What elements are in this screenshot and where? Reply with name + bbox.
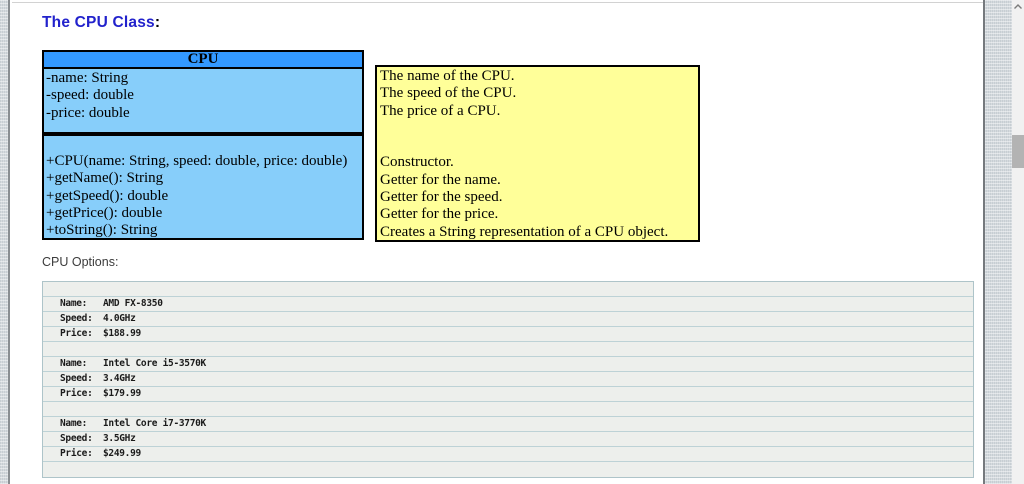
- uml-attribute: -name: String: [46, 70, 129, 86]
- attribute-description: The price of a CPU.: [380, 102, 501, 119]
- cpu-name-value: Intel Core i5-3570K: [103, 358, 206, 369]
- method-description: Getter for the price.: [380, 206, 499, 223]
- cpu-speed-label: Speed:: [60, 313, 93, 324]
- list-spacer-row: [43, 342, 973, 357]
- list-spacer-row: [43, 402, 973, 417]
- list-spacer-row: [43, 282, 973, 297]
- cpu-price-value: $249.99: [103, 448, 141, 459]
- cpu-price-label: Price:: [60, 388, 93, 399]
- cpu-name-row: Name: Intel Core i7-3770K: [43, 417, 973, 432]
- uml-attribute: -price: double: [46, 104, 130, 121]
- cpu-speed-row: Speed: 4.0GHz: [43, 312, 973, 327]
- cpu-name-label: Name:: [60, 358, 88, 369]
- document-page: The CPU Class: CPU -name: String -speed:…: [8, 0, 985, 484]
- method-description: Getter for the name.: [380, 171, 501, 188]
- uml-method: +toString(): String: [46, 222, 158, 239]
- page-title-text: The CPU Class: [42, 14, 155, 31]
- cpu-price-value: $188.99: [103, 328, 141, 339]
- page-title-colon: :: [154, 14, 161, 31]
- uml-description-note: The name of the CPU. The speed of the CP…: [375, 65, 700, 242]
- cpu-name-value: AMD FX-8350: [103, 298, 163, 309]
- cpu-name-label: Name:: [60, 298, 88, 309]
- chevron-up-icon: [1012, 4, 1024, 9]
- uml-attributes-section: -name: String -speed: double -price: dou…: [44, 69, 362, 136]
- cpu-options-heading: CPU Options:: [42, 255, 119, 269]
- cpu-name-label: Name:: [60, 418, 88, 429]
- cpu-speed-row: Speed: 3.4GHz: [43, 372, 973, 387]
- list-spacer-row: [43, 462, 973, 477]
- note-blank-line: [380, 120, 698, 137]
- cpu-name-row: Name: AMD FX-8350: [43, 297, 973, 312]
- uml-method: +CPU(name: String, speed: double, price:…: [46, 153, 348, 169]
- cpu-speed-value: 3.4GHz: [103, 373, 136, 384]
- cpu-speed-row: Speed: 3.5GHz: [43, 432, 973, 447]
- cpu-price-label: Price:: [60, 448, 93, 459]
- cpu-speed-value: 4.0GHz: [103, 313, 136, 324]
- uml-method: +getName(): String: [46, 170, 164, 187]
- uml-attribute: -speed: double: [46, 87, 134, 104]
- method-description: Constructor.: [380, 154, 454, 171]
- page-top-divider: [12, 2, 983, 3]
- cpu-price-label: Price:: [60, 328, 93, 339]
- cpu-price-value: $179.99: [103, 388, 141, 399]
- cpu-speed-label: Speed:: [60, 433, 93, 444]
- cpu-options-list: Name: AMD FX-8350 Speed: 4.0GHz Price: $188…: [42, 281, 974, 478]
- scroll-up-button[interactable]: [1012, 1, 1024, 14]
- cpu-name-value: Intel Core i7-3770K: [103, 418, 206, 429]
- attribute-description: The name of the CPU.: [380, 68, 515, 84]
- cpu-price-row: Price: $188.99: [43, 327, 973, 342]
- note-blank-line: [380, 137, 698, 154]
- cpu-name-row: Name: Intel Core i5-3570K: [43, 357, 973, 372]
- uml-methods-section: +CPU(name: String, speed: double, price:…: [44, 136, 362, 239]
- uml-class-name: CPU: [44, 52, 362, 69]
- cpu-price-row: Price: $179.99: [43, 387, 973, 402]
- cpu-speed-label: Speed:: [60, 373, 93, 384]
- vertical-scrollbar[interactable]: [1012, 0, 1024, 484]
- method-description: Creates a String representation of a CPU…: [380, 223, 669, 240]
- uml-method: +getPrice(): double: [46, 204, 163, 221]
- uml-method: +getSpeed(): double: [46, 187, 169, 204]
- uml-class-box: CPU -name: String -speed: double -price:…: [42, 50, 364, 240]
- page-title: The CPU Class:: [42, 14, 160, 32]
- cpu-speed-value: 3.5GHz: [103, 433, 136, 444]
- scrollbar-thumb[interactable]: [1012, 135, 1024, 168]
- cpu-price-row: Price: $249.99: [43, 447, 973, 462]
- method-description: Getter for the speed.: [380, 189, 503, 206]
- attribute-description: The speed of the CPU.: [380, 85, 517, 102]
